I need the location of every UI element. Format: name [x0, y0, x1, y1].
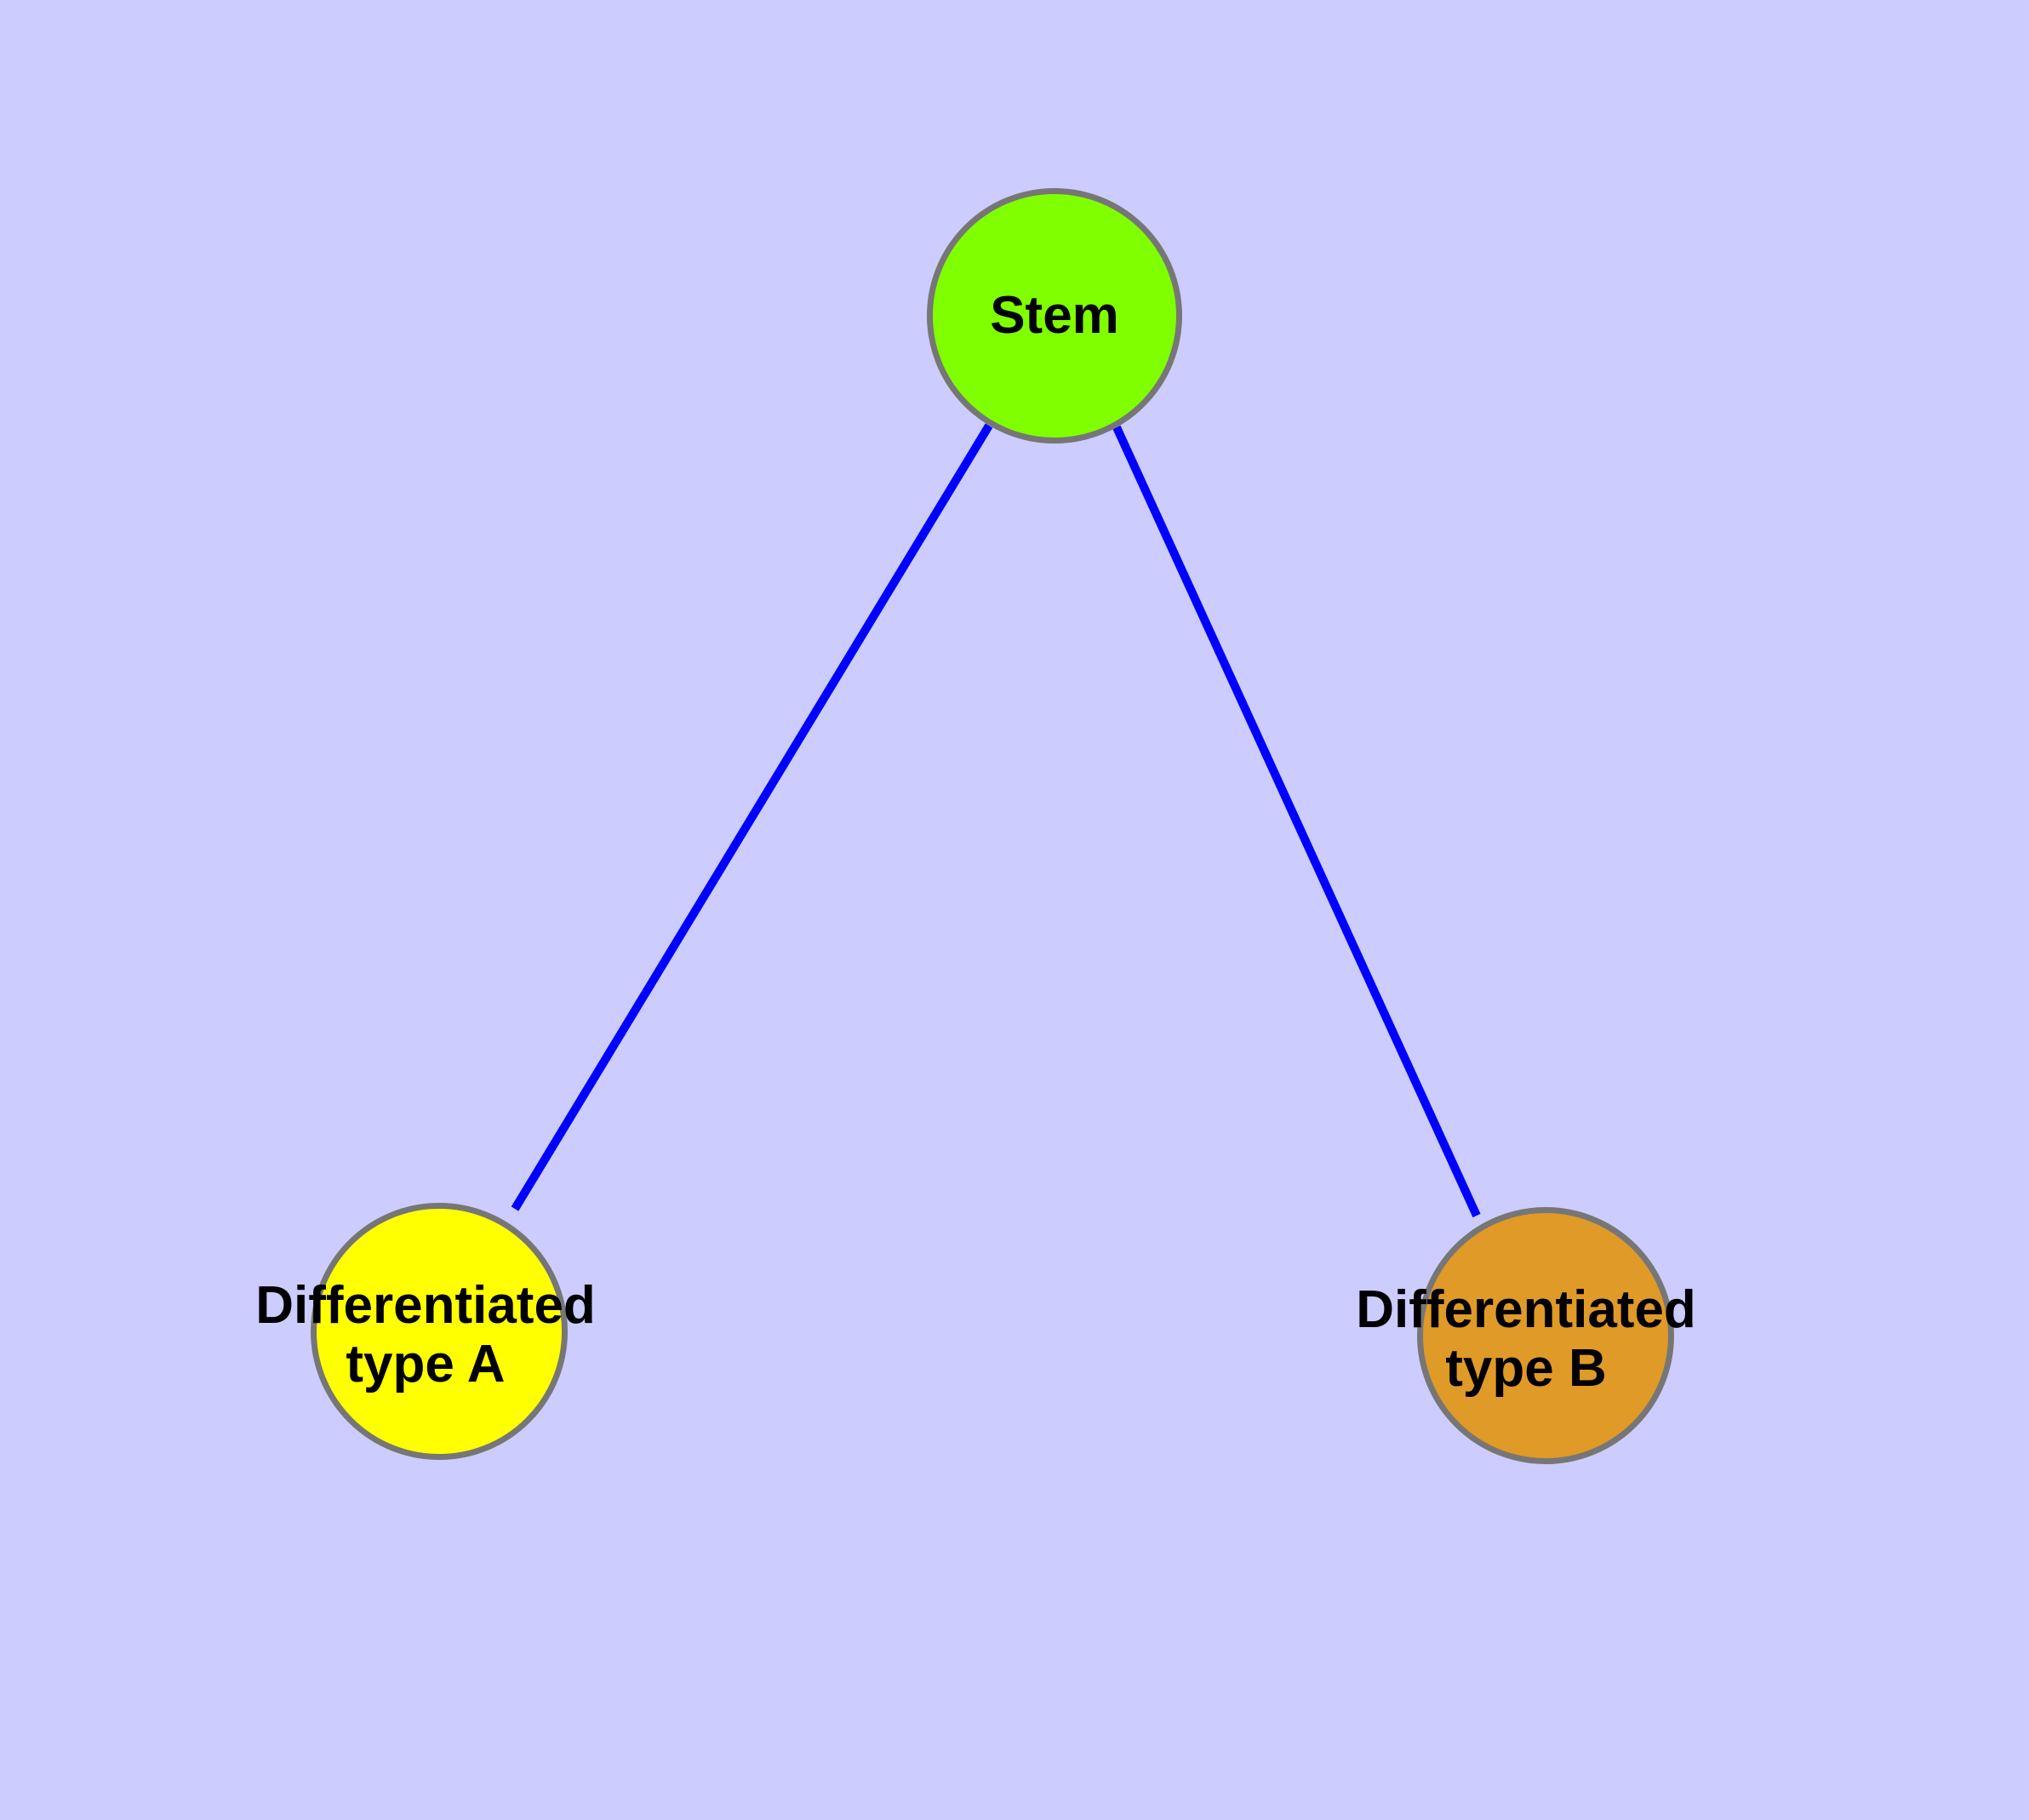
node-stem[interactable] — [927, 188, 1182, 444]
edge-stem-to-type-b[interactable] — [1112, 425, 1481, 1218]
node-differentiated-type-b[interactable] — [1417, 1207, 1674, 1464]
edge-stem-to-type-a[interactable] — [511, 423, 993, 1211]
node-differentiated-type-a[interactable] — [311, 1203, 568, 1460]
